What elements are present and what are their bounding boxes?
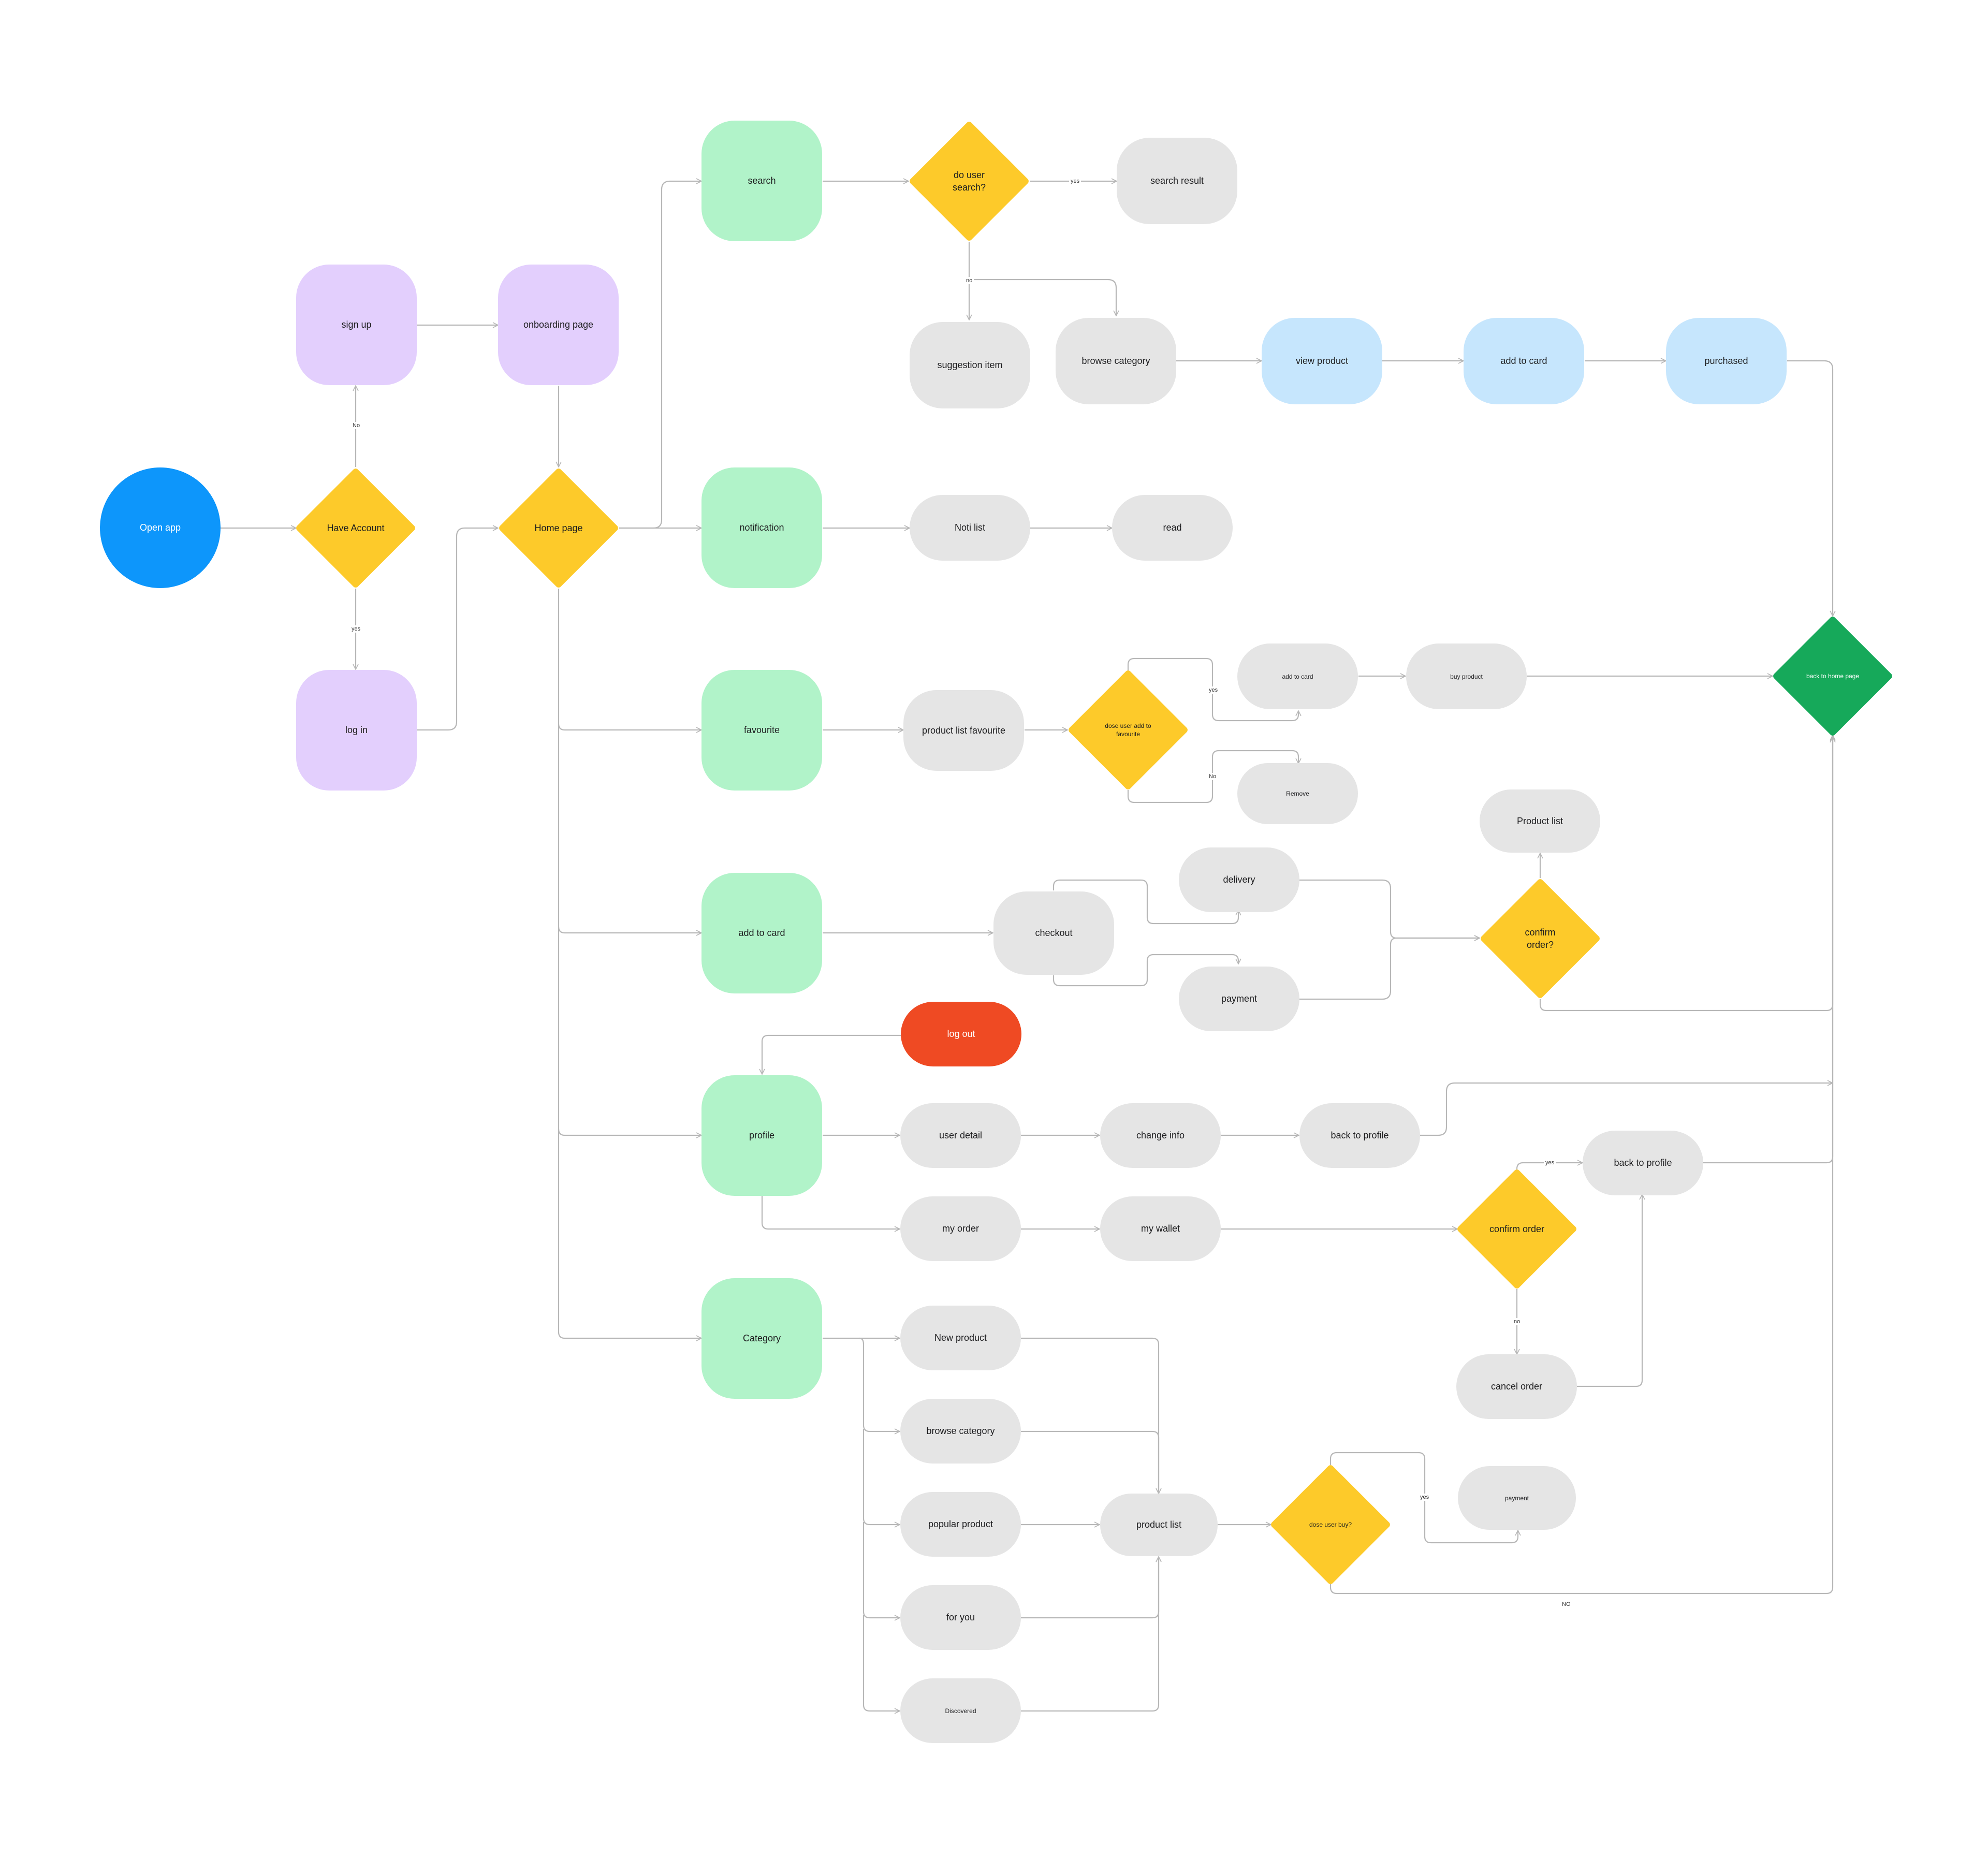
edge-payment-to-confirm bbox=[1299, 938, 1480, 1000]
edge-login-to-home bbox=[416, 528, 498, 731]
dose-user-add-fav-label: dose user add to favourite bbox=[1105, 722, 1151, 738]
notification-node[interactable]: notification bbox=[701, 467, 822, 588]
cancel-order-node[interactable]: cancel order bbox=[1456, 1354, 1577, 1419]
have-account-label: Have Account bbox=[327, 522, 385, 533]
purchased-node[interactable]: purchased bbox=[1666, 318, 1787, 404]
edge-label-yes-search: yes bbox=[1069, 178, 1081, 185]
edge-cancel-to-backprofile bbox=[1577, 1194, 1642, 1387]
do-user-search-label: do user search? bbox=[952, 169, 986, 193]
edge-label-no-search: no bbox=[964, 277, 974, 284]
edge-label-yes-confirm: yes bbox=[1544, 1159, 1556, 1166]
view-product-node[interactable]: view product bbox=[1262, 318, 1382, 404]
delivery-node[interactable]: delivery bbox=[1179, 847, 1299, 912]
sign-up-node[interactable]: sign up bbox=[296, 265, 417, 385]
edge-label-no-buy: NO bbox=[1560, 1601, 1572, 1608]
search-result-node[interactable]: search result bbox=[1117, 138, 1237, 224]
edge-label-no-fav: No bbox=[1207, 773, 1218, 780]
add-to-card-blue-node[interactable]: add to card bbox=[1464, 318, 1584, 404]
read-node[interactable]: read bbox=[1112, 495, 1233, 561]
back-to-profile-node-2[interactable]: back to profile bbox=[1583, 1131, 1703, 1195]
confirm-order-q-label: confirm order? bbox=[1525, 927, 1556, 950]
fav-add-to-card-node[interactable]: add to card bbox=[1237, 643, 1358, 709]
confirm-order-label: confirm order bbox=[1489, 1223, 1545, 1234]
back-to-profile-node-1[interactable]: back to profile bbox=[1299, 1103, 1420, 1168]
buy-product-node[interactable]: buy product bbox=[1406, 643, 1527, 709]
edge-buy-no bbox=[1329, 737, 1833, 1594]
my-wallet-node[interactable]: my wallet bbox=[1100, 1196, 1221, 1261]
edge-checkout-to-delivery bbox=[1053, 879, 1238, 925]
edge-home-to-category bbox=[558, 1129, 701, 1338]
edge-logout-to-profile bbox=[762, 1034, 901, 1074]
for-you-node[interactable]: for you bbox=[900, 1585, 1021, 1650]
edge-backprofile2-to-back bbox=[1703, 735, 1833, 1164]
edge-category-to-popular bbox=[863, 1429, 900, 1525]
product-list-top-node[interactable]: Product list bbox=[1480, 789, 1600, 853]
edge-category-to-foryou bbox=[863, 1522, 900, 1618]
open-app-node[interactable]: Open app bbox=[100, 467, 221, 588]
edge-home-to-favourite bbox=[558, 589, 701, 730]
product-list-favourite-node[interactable]: product list favourite bbox=[903, 690, 1024, 771]
discovered-node[interactable]: Discovered bbox=[900, 1678, 1021, 1743]
new-product-node[interactable]: New product bbox=[900, 1306, 1021, 1370]
home-page-label: Home page bbox=[534, 522, 583, 533]
edge-delivery-to-confirm bbox=[1299, 879, 1480, 938]
edge-decision-to-browse bbox=[969, 279, 1116, 316]
product-list-node[interactable]: product list bbox=[1100, 1494, 1218, 1556]
edge-label-no-confirm: no bbox=[1512, 1318, 1522, 1325]
browse-category-node[interactable]: browse category bbox=[1056, 318, 1176, 404]
change-info-node[interactable]: change info bbox=[1100, 1103, 1221, 1168]
suggestion-item-node[interactable]: suggestion item bbox=[910, 322, 1030, 408]
profile-node[interactable]: profile bbox=[701, 1075, 822, 1196]
remove-node[interactable]: Remove bbox=[1237, 763, 1358, 824]
favourite-node[interactable]: favourite bbox=[701, 670, 822, 791]
payment-buy-node[interactable]: payment bbox=[1458, 1466, 1576, 1530]
category-node[interactable]: Category bbox=[701, 1278, 822, 1399]
back-to-home-label: back to home page bbox=[1806, 672, 1860, 680]
edge-label-no-signup: No bbox=[351, 422, 362, 429]
checkout-node[interactable]: checkout bbox=[993, 891, 1114, 975]
dose-user-buy-label: dose user buy? bbox=[1309, 1520, 1352, 1528]
edge-label-yes-buy: yes bbox=[1419, 1494, 1431, 1501]
noti-list-node[interactable]: Noti list bbox=[910, 495, 1030, 561]
log-in-node[interactable]: log in bbox=[296, 670, 417, 791]
edge-category-to-discovered bbox=[863, 1615, 900, 1711]
edge-label-yes-fav: yes bbox=[1207, 686, 1220, 694]
edge-home-to-addcard bbox=[558, 725, 701, 933]
edge-home-to-search bbox=[619, 181, 701, 529]
add-to-card-node[interactable]: add to card bbox=[701, 873, 822, 993]
edge-category-to-browse bbox=[859, 1337, 900, 1431]
edge-discovered-to-productlist bbox=[1021, 1557, 1159, 1712]
search-node[interactable]: search bbox=[701, 121, 822, 241]
onboarding-page-node[interactable]: onboarding page bbox=[498, 265, 619, 385]
edge-checkout-to-payment bbox=[1053, 954, 1238, 987]
browse-category-node-2[interactable]: browse category bbox=[900, 1399, 1021, 1464]
popular-product-node[interactable]: popular product bbox=[900, 1492, 1021, 1557]
edge-home-to-profile bbox=[558, 927, 701, 1135]
edge-backprofile1-to-back bbox=[1420, 1083, 1833, 1136]
edge-new-to-productlist bbox=[1021, 1337, 1159, 1494]
edge-confirm-to-back bbox=[1539, 736, 1833, 1012]
payment-checkout-node[interactable]: payment bbox=[1179, 967, 1299, 1031]
user-detail-node[interactable]: user detail bbox=[900, 1103, 1021, 1168]
edge-profile-to-myorder bbox=[761, 1196, 900, 1229]
edge-label-yes-login: yes bbox=[350, 625, 362, 633]
edge-purchased-to-back bbox=[1787, 360, 1833, 616]
edge-foryou-to-productlist bbox=[1021, 1557, 1159, 1619]
edge-browse-to-productlist bbox=[1021, 1430, 1159, 1494]
my-order-node[interactable]: my order bbox=[900, 1196, 1021, 1261]
log-out-button[interactable]: log out bbox=[901, 1002, 1021, 1066]
